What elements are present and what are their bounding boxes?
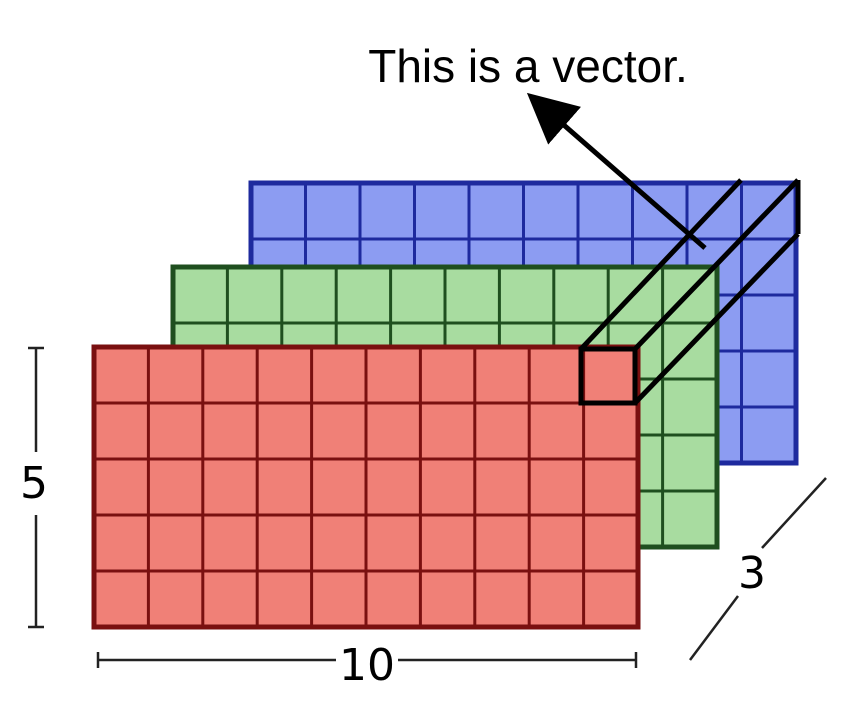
width-dimension <box>96 652 638 668</box>
height-label: 5 <box>20 458 48 509</box>
caption-text: This is a vector. <box>368 40 688 92</box>
width-label: 10 <box>339 640 395 691</box>
depth-dimension <box>689 477 827 661</box>
pointer-arrow <box>526 92 707 250</box>
height-dimension <box>28 346 44 629</box>
vector-edge-top-left <box>579 178 743 351</box>
vector-edge-bottom-right <box>633 232 800 405</box>
vector-highlight <box>578 178 801 406</box>
vector-edge-top-right <box>633 178 800 351</box>
red-layer <box>91 344 641 630</box>
depth-label: 3 <box>738 548 766 599</box>
highlighted-cell <box>578 346 638 406</box>
